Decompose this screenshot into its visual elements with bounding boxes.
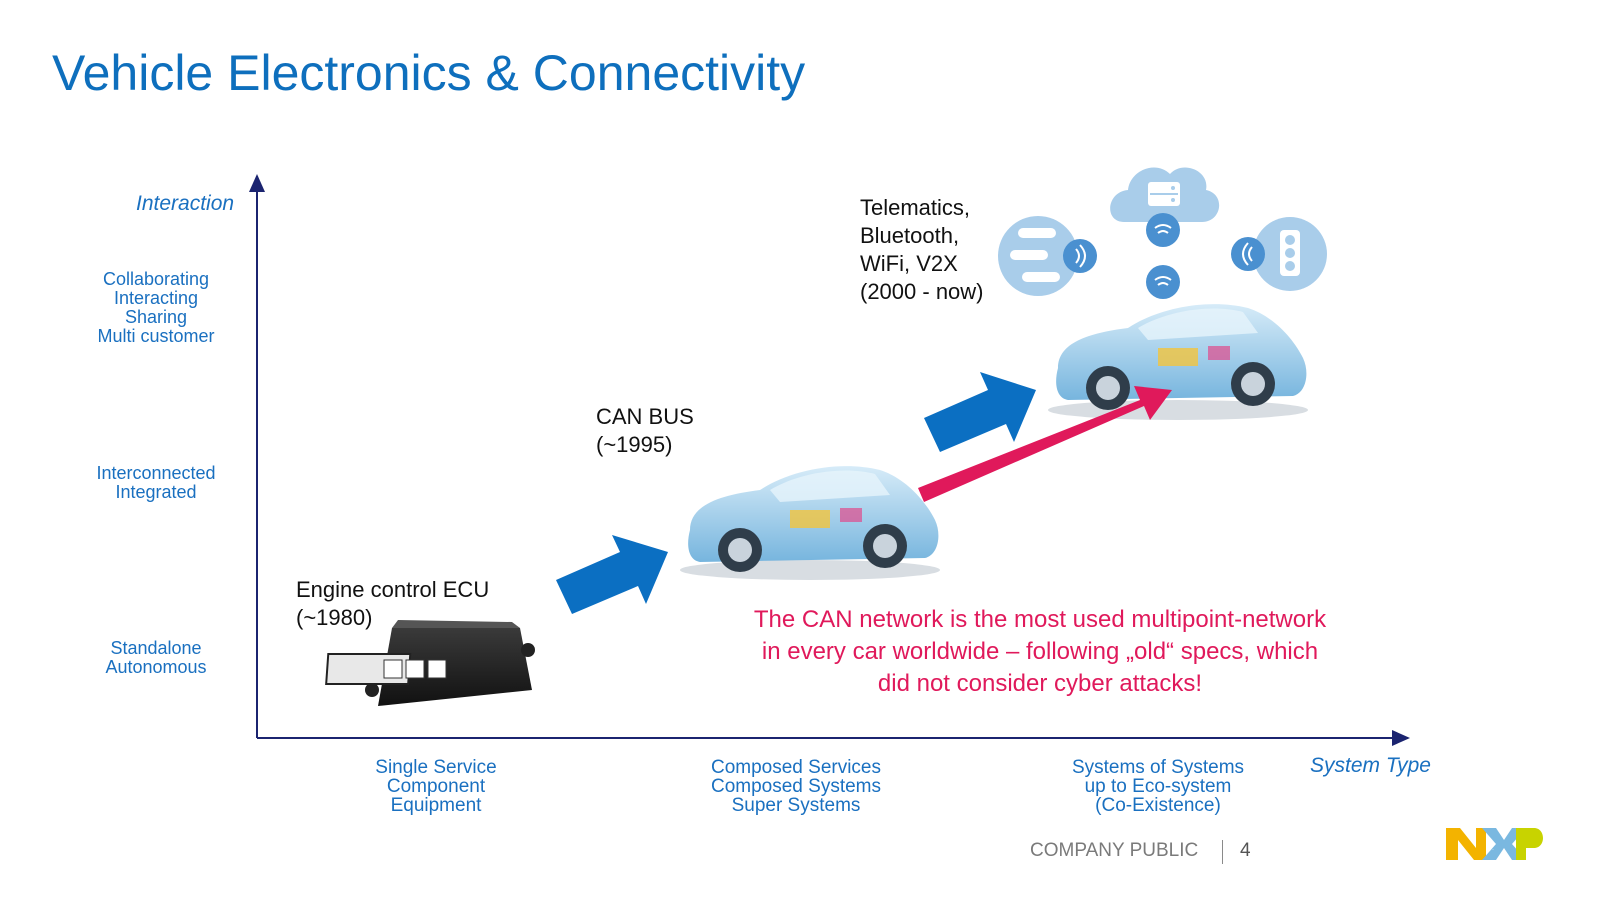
y-level-line: Autonomous [105, 657, 207, 677]
car-icon [1048, 304, 1308, 420]
y-level-line: Multi customer [97, 326, 215, 346]
wireless-signal-icon [1146, 265, 1180, 299]
x-level-line: up to Eco-system [1084, 776, 1232, 797]
x-level-systems-of-systems: Systems of Systems up to Eco-system (Co-… [1008, 758, 1308, 815]
cloud-server-icon [1110, 167, 1220, 222]
x-level-line: Single Service [375, 757, 497, 778]
x-level-line: (Co-Existence) [1095, 795, 1221, 816]
x-level-line: Composed Systems [710, 776, 881, 797]
page-number: 4 [1240, 840, 1251, 861]
stage-line: Engine control ECU [296, 577, 490, 602]
footer-divider [1222, 840, 1223, 864]
stage-line: (~1980) [296, 605, 373, 630]
footer-classification: COMPANY PUBLIC [1030, 840, 1199, 861]
y-axis-label: Interaction [136, 192, 235, 215]
x-level-line: Equipment [390, 795, 482, 816]
y-level-line: Collaborating [102, 269, 210, 289]
x-level-line: Component [386, 776, 486, 797]
progress-arrow-2 [924, 372, 1036, 452]
stage-line: (~1995) [596, 432, 673, 457]
page-title: Vehicle Electronics & Connectivity [52, 45, 806, 101]
car-icon [680, 466, 940, 580]
stage-label-ecu: Engine control ECU (~1980) [296, 576, 489, 632]
x-level-line: Systems of Systems [1071, 757, 1245, 778]
logo-text: NXP [1492, 849, 1494, 851]
x-level-single-service: Single Service Component Equipment [286, 758, 586, 815]
wireless-signal-icon [1063, 239, 1097, 273]
wireless-signal-icon [1146, 213, 1180, 247]
y-level-line: Interacting [113, 288, 199, 308]
traffic-light-icon [1253, 217, 1327, 291]
y-level-line: Interconnected [96, 463, 216, 483]
ecu-module-icon [325, 620, 535, 706]
y-level-line: Sharing [124, 307, 188, 327]
nxp-logo: NXP [1446, 828, 1543, 860]
y-level-collaborating: Collaborating Interacting Sharing Multi … [56, 270, 256, 346]
stage-label-can-bus: CAN BUS (~1995) [596, 403, 694, 459]
x-level-line: Super Systems [731, 795, 861, 816]
y-level-line: Integrated [115, 482, 197, 502]
stage-line: Telematics, [860, 195, 971, 220]
progress-arrow-1 [556, 535, 668, 614]
cyber-risk-arrow [918, 386, 1172, 502]
x-level-composed-services: Composed Services Composed Systems Super… [646, 758, 946, 815]
y-level-standalone: Standalone Autonomous [56, 639, 256, 677]
x-level-line: Composed Services [710, 757, 882, 778]
stage-line: WiFi, V2X [860, 251, 958, 276]
stage-label-telematics: Telematics, Bluetooth, WiFi, V2X (2000 -… [860, 194, 984, 306]
stage-line: (2000 - now) [860, 279, 984, 304]
stage-line: Bluetooth, [860, 223, 960, 248]
y-level-line: Standalone [110, 638, 202, 658]
x-axis-label: System Type [1310, 754, 1431, 777]
vehicle-fleet-icon [998, 216, 1078, 296]
y-level-interconnected: Interconnected Integrated [56, 464, 256, 502]
cyber-security-note: The CAN network is the most used multipo… [753, 606, 1327, 697]
wireless-signal-icon [1231, 237, 1265, 271]
stage-line: CAN BUS [596, 404, 694, 429]
